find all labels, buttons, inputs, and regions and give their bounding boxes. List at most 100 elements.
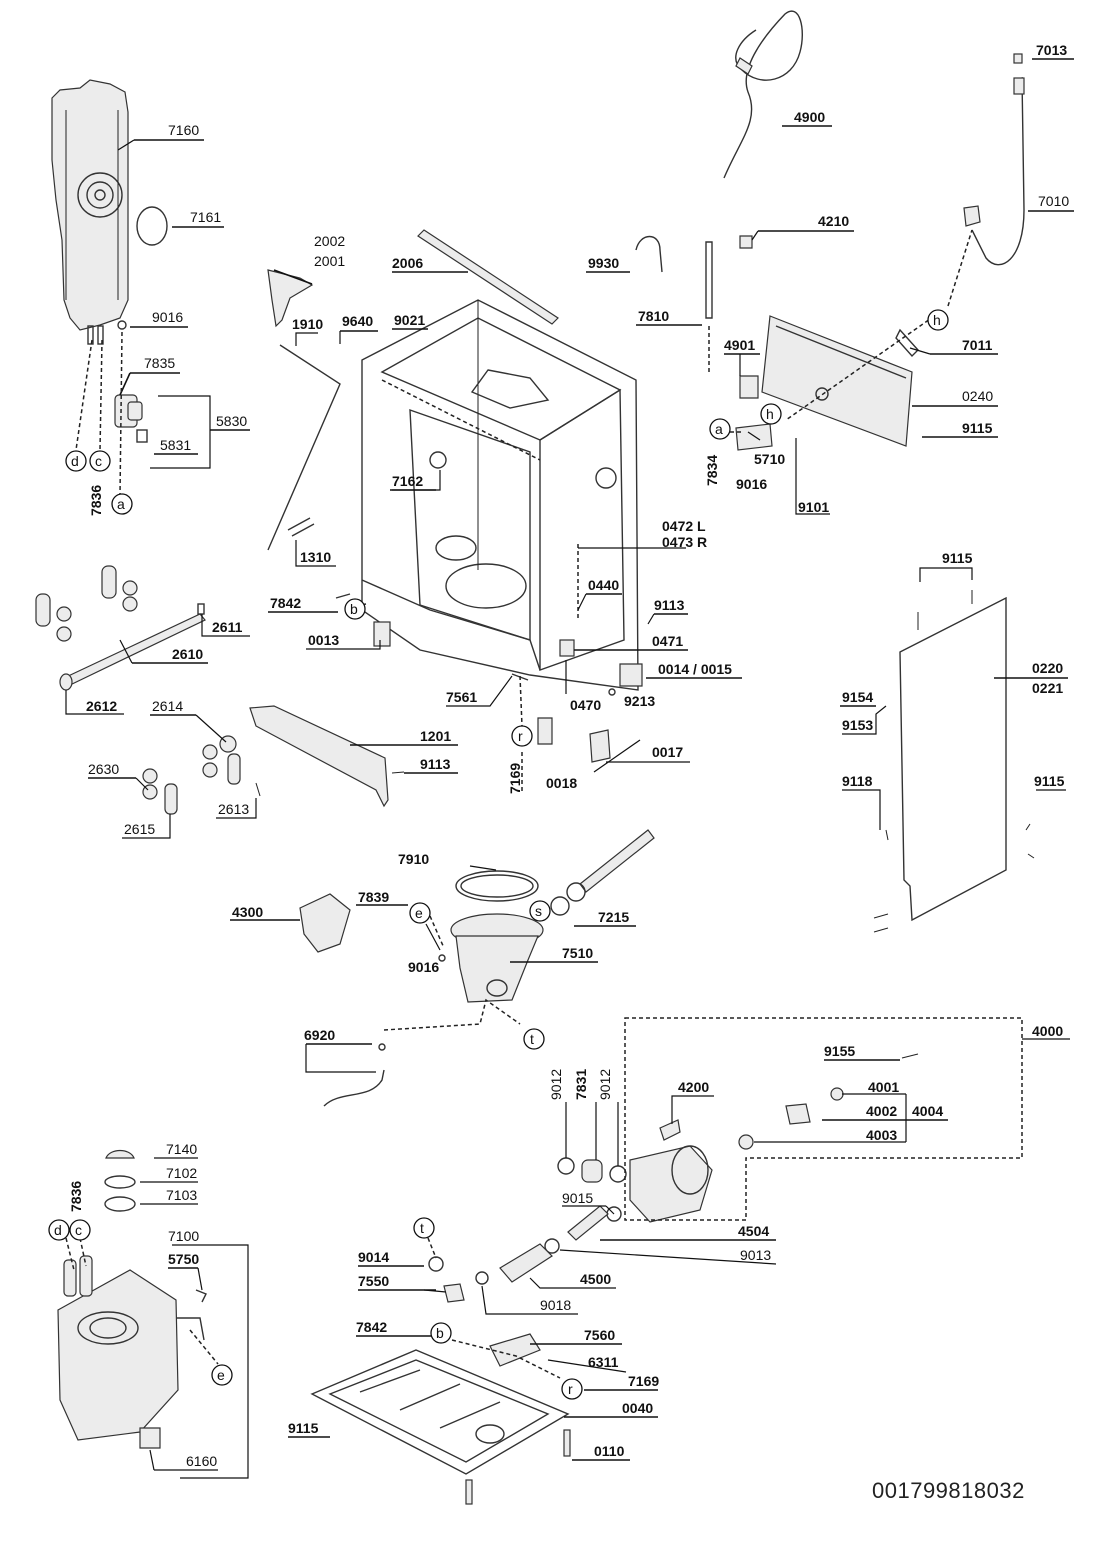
label-9018: 9018 xyxy=(540,1297,571,1313)
document-number: 001799818032 xyxy=(872,1478,1025,1503)
label-7102: 7102 xyxy=(166,1165,197,1181)
label-6920: 6920 xyxy=(304,1027,335,1043)
label-9115-panel-right: 9115 xyxy=(1034,773,1065,789)
label-4004: 4004 xyxy=(912,1103,943,1119)
callout-e-sump xyxy=(409,902,431,924)
part-tub-cabinet xyxy=(361,299,639,691)
label-5831: 5831 xyxy=(160,437,191,453)
callout-connectors xyxy=(65,229,1023,1379)
label-4000: 4000 xyxy=(1032,1023,1063,1039)
label-4300: 4300 xyxy=(232,904,263,920)
label-7169-mid: 7169 xyxy=(507,763,523,794)
part-7550-elbow xyxy=(443,1283,465,1303)
label-2613: 2613 xyxy=(218,801,249,817)
callout-r-bottom xyxy=(561,1378,583,1400)
label-7842-top: 7842 xyxy=(270,595,301,611)
label-7561: 7561 xyxy=(446,689,477,705)
part-7169-foot xyxy=(537,717,553,745)
label-4003: 4003 xyxy=(866,1127,897,1143)
part-9113-screw-a xyxy=(391,771,405,774)
part-7161-seal-ring xyxy=(136,206,168,246)
label-4200: 4200 xyxy=(678,1079,709,1095)
part-4901-mount xyxy=(739,375,759,399)
callout-letter-e-bottom: e xyxy=(217,1367,225,1383)
label-4210: 4210 xyxy=(818,213,849,229)
label-7169-bottom: 7169 xyxy=(628,1373,659,1389)
callout-letter-c-top: c xyxy=(95,453,102,469)
part-7102-ring xyxy=(104,1175,136,1189)
part-7842-clip xyxy=(335,593,351,599)
part-7013-cap xyxy=(1013,53,1023,64)
callout-letter-e-sump: e xyxy=(415,905,423,921)
label-1910: 1910 xyxy=(292,316,323,332)
part-7215-hose xyxy=(579,829,655,893)
label-2612: 2612 xyxy=(86,698,117,714)
label-7162: 7162 xyxy=(392,473,423,489)
label-9213: 9213 xyxy=(624,693,655,709)
label-0440: 0440 xyxy=(588,577,619,593)
label-7839: 7839 xyxy=(358,889,389,905)
part-7810-spring xyxy=(705,241,713,319)
callout-letter-d-top: d xyxy=(71,453,79,469)
label-9113-right: 9113 xyxy=(654,597,685,613)
callout-d-bottom xyxy=(48,1219,70,1241)
part-5710-valve xyxy=(735,423,773,451)
label-9153: 9153 xyxy=(842,717,873,733)
part-4210-clip xyxy=(739,235,753,249)
part-7100-softener xyxy=(57,1255,205,1449)
label-9930: 9930 xyxy=(588,255,619,271)
label-2615: 2615 xyxy=(124,821,155,837)
callout-letter-r-mid: r xyxy=(518,728,523,744)
label-7831: 7831 xyxy=(573,1069,589,1100)
part-4900-hose xyxy=(723,10,803,179)
label-7011: 7011 xyxy=(962,337,993,353)
callout-letter-r-bottom: r xyxy=(568,1381,573,1397)
label-9118: 9118 xyxy=(842,773,873,789)
label-9016-sump: 9016 xyxy=(408,959,439,975)
callout-h-bracket xyxy=(760,403,782,425)
callout-a-top xyxy=(111,493,133,515)
label-5830: 5830 xyxy=(216,413,247,429)
label-0017: 0017 xyxy=(652,744,683,760)
label-6311: 6311 xyxy=(588,1354,619,1370)
callout-t-bottom xyxy=(413,1217,435,1239)
label-2001: 2001 xyxy=(314,253,345,269)
label-1310: 1310 xyxy=(300,549,331,565)
label-7161: 7161 xyxy=(190,209,221,225)
part-number-labels: 7160 7161 9016 7835 5830 5831 7836 2002 … xyxy=(68,42,1069,1469)
label-2630: 2630 xyxy=(88,761,119,777)
callout-s-sump xyxy=(529,900,551,922)
part-4000-motor-assembly xyxy=(629,1053,919,1223)
label-4500: 4500 xyxy=(580,1271,611,1287)
part-4300-pump xyxy=(299,893,351,953)
label-0471: 0471 xyxy=(652,633,683,649)
callout-t-sump xyxy=(523,1028,545,1050)
part-0471-switch xyxy=(559,639,575,657)
part-7560-float xyxy=(489,1333,541,1367)
callout-c-bottom xyxy=(69,1219,91,1241)
part-4504-hose xyxy=(567,1205,609,1241)
part-7010-cable xyxy=(971,77,1025,266)
callout-letter-c-bottom: c xyxy=(75,1222,82,1238)
label-7834: 7834 xyxy=(704,455,720,486)
part-7160-heat-exchanger xyxy=(51,79,129,345)
part-0220-side-panel xyxy=(873,590,1035,933)
label-0014: 0014 / 0015 xyxy=(658,661,732,677)
label-7836-top: 7836 xyxy=(88,485,104,516)
label-5750: 5750 xyxy=(168,1251,199,1267)
label-0221: 0221 xyxy=(1032,680,1063,696)
callout-e-bottom xyxy=(211,1364,233,1386)
part-6920-sensor xyxy=(323,1069,385,1107)
callout-letter-d-bottom: d xyxy=(54,1222,62,1238)
label-2002: 2002 xyxy=(314,233,345,249)
part-4500-pump-housing xyxy=(499,1243,553,1283)
label-2006: 2006 xyxy=(392,255,423,271)
label-7103: 7103 xyxy=(166,1187,197,1203)
part-7103-ring xyxy=(104,1196,136,1212)
label-9115-panel-top: 9115 xyxy=(942,550,973,566)
part-7510-sump xyxy=(438,913,544,1003)
label-7013: 7013 xyxy=(1036,42,1067,58)
callout-letter-b-bottom: b xyxy=(436,1325,444,1341)
label-9014: 9014 xyxy=(358,1249,389,1265)
